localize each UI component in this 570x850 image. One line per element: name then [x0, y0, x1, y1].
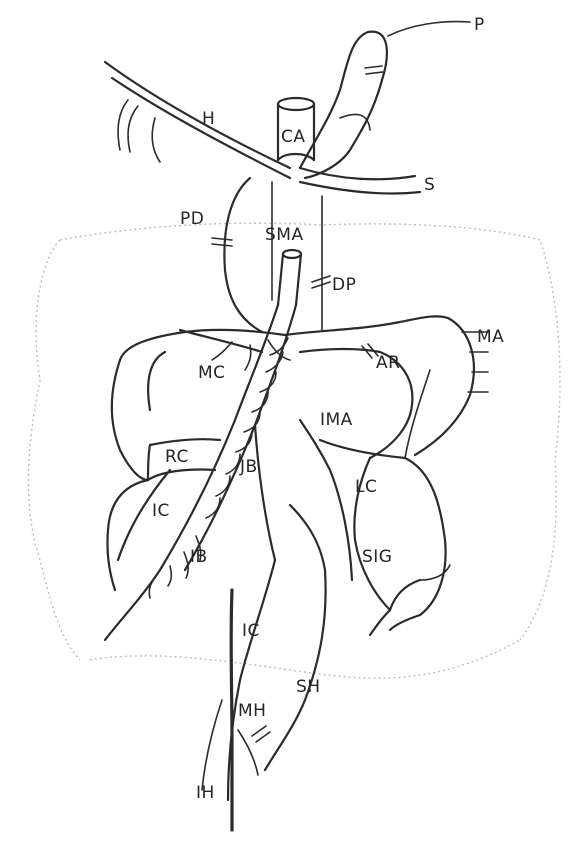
label-jb: JB — [239, 457, 258, 477]
label-dp: DP — [332, 275, 356, 295]
label-rc: RC — [165, 447, 189, 467]
label-ima: IMA — [320, 410, 353, 430]
label-pd: PD — [180, 209, 204, 229]
superior-mesenteric-artery — [105, 250, 301, 640]
pancreaticoduodenal-artery — [212, 178, 262, 332]
label-h: H — [202, 109, 215, 129]
ileocolic-artery — [107, 470, 170, 590]
label-ar: AR — [376, 353, 400, 373]
label-mh: MH — [238, 701, 266, 721]
label-sma: SMA — [265, 225, 304, 245]
pancreatic-artery — [300, 22, 470, 178]
label-sh: SH — [296, 677, 321, 697]
iliac-trunk — [228, 425, 326, 800]
label-ic-upper: IC — [152, 501, 170, 521]
aorta — [272, 182, 322, 330]
label-ih: IH — [196, 783, 215, 803]
label-sig: SIG — [362, 547, 392, 567]
left-colic-artery — [354, 318, 488, 615]
label-ib: IB — [190, 547, 208, 567]
label-p: P — [474, 15, 485, 35]
label-lc: LC — [355, 477, 377, 497]
splenic-artery — [300, 168, 420, 194]
dorsal-pancreatic-marks — [312, 276, 330, 288]
hepatic-artery — [105, 62, 290, 178]
label-ma: MA — [477, 327, 504, 347]
label-s: S — [424, 175, 435, 195]
middle-hemorrhoidal-marks — [252, 726, 270, 742]
label-ic-lower: IC — [242, 621, 260, 641]
label-mc: MC — [198, 363, 226, 383]
colon-outline — [28, 223, 560, 678]
label-ca: CA — [281, 127, 306, 147]
